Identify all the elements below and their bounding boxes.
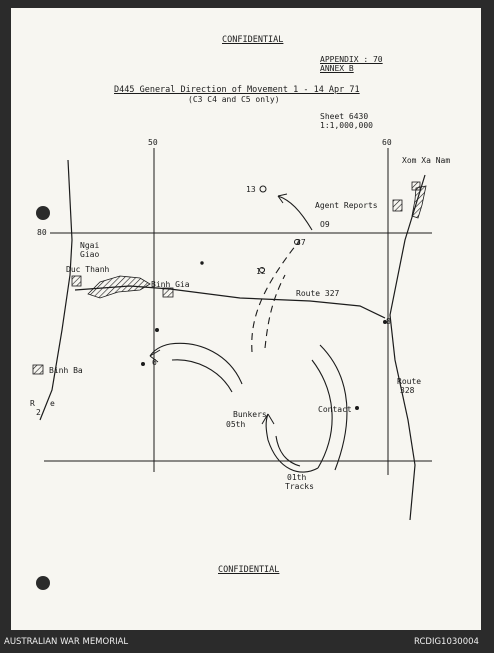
label-bunkers-unit: 05th	[226, 420, 246, 429]
route-328-road	[389, 174, 426, 521]
grid-label-80: 80	[37, 228, 47, 237]
classification-top: CONFIDENTIAL	[222, 35, 284, 45]
grid-label-50: 50	[148, 138, 158, 147]
village-xom-xa-nam	[411, 185, 427, 219]
point-8-marker	[383, 320, 387, 324]
arrow-head	[277, 193, 288, 204]
point-6-marker	[141, 362, 145, 366]
label-tracks-unit: 01th	[287, 473, 307, 482]
label-point-13: 13	[246, 185, 256, 194]
point-marker	[155, 328, 159, 332]
place-ngai-giao: Giao	[80, 250, 100, 259]
label-route-2: e	[50, 399, 55, 408]
label-point-37: 37	[296, 238, 306, 247]
archive-footer: AUSTRALIAN WAR MEMORIAL RCDIG1030004	[0, 630, 494, 653]
point-13-marker	[259, 185, 267, 193]
label-point-09: O9	[320, 220, 330, 229]
point-marker	[200, 261, 204, 265]
movement-arrow-south-2	[311, 359, 333, 469]
movement-arrow-west	[149, 342, 243, 385]
label-point-6: 6	[152, 358, 157, 367]
village-xom-xa-nam-north	[411, 181, 421, 191]
point-37-marker	[294, 239, 300, 245]
place-ngai-giao: Ngai	[80, 241, 100, 250]
appendix-label: APPENDIX : 70	[320, 55, 383, 64]
movement-arrow-south-1	[319, 344, 348, 471]
place-xom-xa-nam: Xom Xa Nam	[402, 156, 451, 165]
place-binh-gia: Binh Gia	[151, 280, 190, 289]
movement-arrow-dashed-2	[264, 274, 286, 349]
village-east	[392, 199, 403, 212]
contact-marker	[355, 406, 359, 410]
label-route-2: R	[30, 399, 35, 408]
label-point-8: 8	[386, 317, 391, 326]
label-point-12: 12	[256, 267, 266, 276]
map-title: D445 General Direction of Movement 1 - 1…	[114, 85, 360, 95]
movement-arrow-hook	[265, 413, 319, 473]
map-subtitle: (C3 C4 and C5 only)	[188, 95, 280, 104]
map-sheet: Sheet 6430	[320, 112, 369, 121]
label-bunkers: Bunkers	[233, 410, 267, 419]
map-scale: 1:1,000,000	[320, 121, 373, 130]
archive-source: AUSTRALIAN WAR MEMORIAL	[4, 637, 129, 647]
grid-label-60: 60	[382, 138, 392, 147]
movement-arrow-west-inner	[171, 359, 233, 393]
annex-label: ANNEX B	[320, 64, 354, 73]
label-tracks: Tracks	[285, 482, 314, 491]
label-agent-reports: Agent Reports	[315, 201, 378, 210]
movement-arrow-north	[277, 195, 313, 231]
place-duc-thanh: Duc Thanh	[66, 265, 110, 274]
label-route-327: Route 327	[296, 289, 340, 298]
grid-label-2: 2	[36, 408, 41, 417]
label-route-328: Route	[397, 377, 422, 386]
village-binh-ba	[32, 364, 44, 375]
arrow-head	[261, 413, 275, 425]
label-contact: Contact	[318, 405, 352, 414]
movement-arrow-hook-inner	[275, 435, 301, 467]
movement-arrow-dashed-1	[251, 239, 301, 353]
village-duc-thanh	[71, 275, 82, 287]
punch-hole	[36, 576, 50, 590]
punch-hole	[36, 206, 50, 220]
point-12-marker	[259, 267, 265, 273]
archive-reference: RCDIG1030004	[414, 637, 479, 647]
label-route-328: 328	[400, 386, 415, 395]
place-binh-ba: Binh Ba	[49, 366, 83, 375]
classification-bottom: CONFIDENTIAL	[218, 565, 280, 575]
route-2-road	[39, 159, 73, 421]
document-page	[11, 8, 481, 630]
village-binh-gia	[87, 275, 151, 299]
arrow-head	[149, 349, 161, 363]
village-binh-gia-east	[162, 287, 174, 298]
